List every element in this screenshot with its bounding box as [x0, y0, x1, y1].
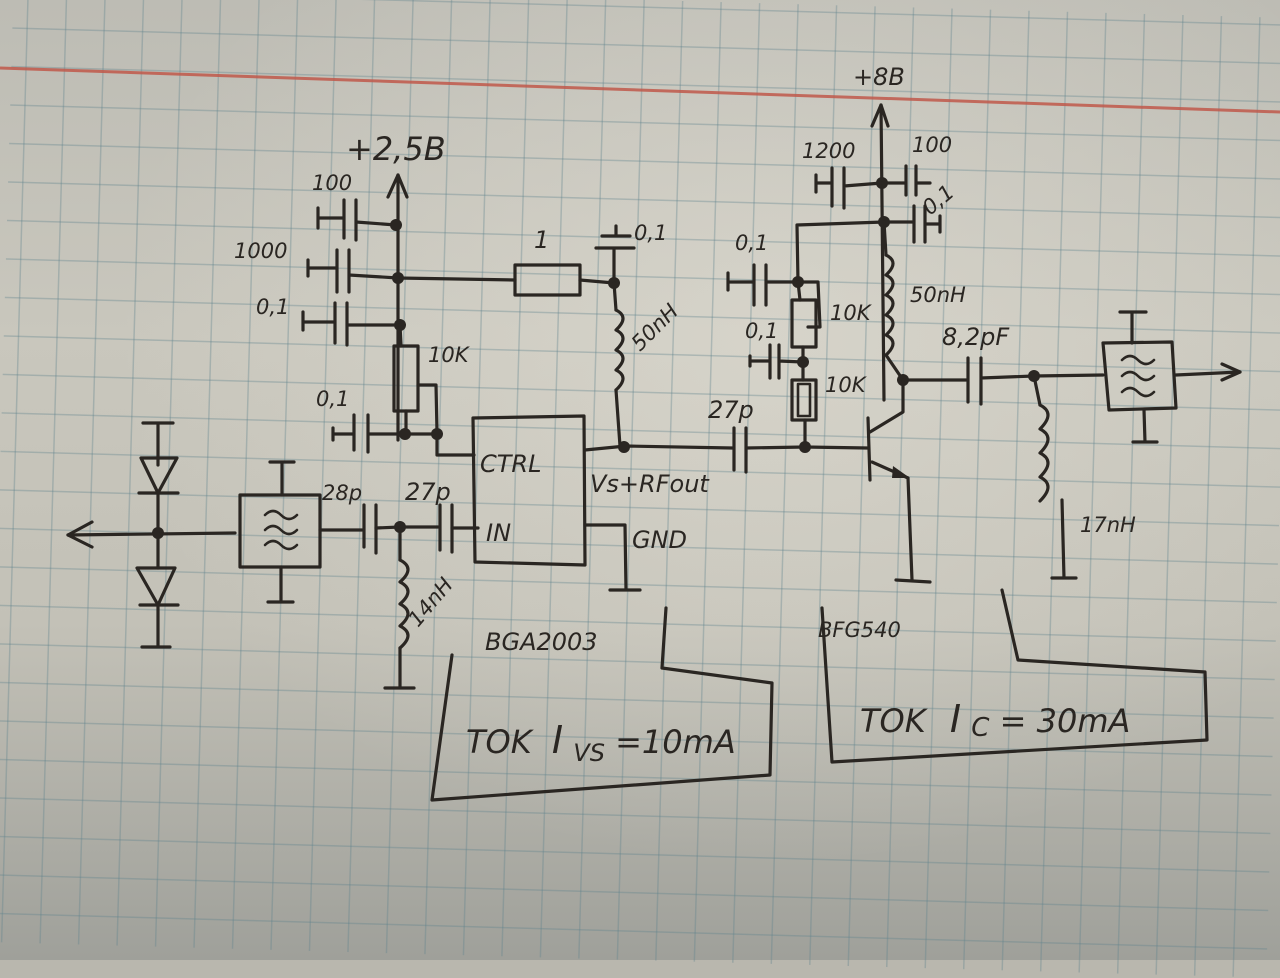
note1-text: TOK I VS =10mA [466, 718, 736, 769]
label-0-1-b: 0,1 [634, 221, 667, 245]
label-50nh-b: 50nH [910, 283, 966, 307]
resistor-1: 1 [513, 226, 582, 297]
input-capacitor-28p: 28p [322, 481, 402, 555]
decoupling-cap-0-1: 0,1 [256, 295, 402, 347]
supply-2v5: +2,5B [346, 130, 446, 442]
note2-subscript: C [971, 713, 990, 743]
bias-cap-top-0-1: 0,1 [726, 231, 800, 307]
label-27p-out: 27p [708, 396, 754, 424]
inductor-14nh: 14nH [383, 525, 458, 690]
diode-upper [137, 421, 180, 535]
label-10k-c: 10K [825, 373, 868, 397]
ctrl-cap-0-1: 0,1 [316, 387, 476, 457]
label-28p: 28p [322, 481, 362, 505]
note2-value: = 30mA [1000, 702, 1131, 740]
note1-value: =10mA [615, 723, 736, 761]
label-2v5: +2,5B [346, 130, 446, 168]
label-100-b: 100 [912, 133, 952, 157]
decoupling-cap-100-b: 100 [880, 133, 952, 197]
vs-cap-0-1: 0,1 [594, 221, 667, 285]
inductor-50nh-b: 50nH [882, 220, 966, 382]
pin-out: Vs+RFout [590, 470, 710, 498]
pin-ctrl: CTRL [480, 450, 541, 478]
ic-input-capacitor-27p: 27p [398, 478, 480, 554]
label-8v: +8B [853, 63, 905, 91]
transistor-name: BFG540 [818, 618, 901, 642]
label-17nh: 17nH [1080, 513, 1136, 537]
label-14nh: 14nH [403, 573, 457, 631]
label-10k-a: 10K [428, 343, 471, 367]
note2-symbol: I [950, 697, 961, 741]
decoupling-cap-100: 100 [312, 171, 398, 242]
label-27p-in: 27p [405, 478, 451, 506]
diode-lower [135, 531, 180, 649]
wire [583, 444, 734, 452]
label-0-1-e: 0,1 [735, 231, 768, 255]
antenna-port [66, 520, 237, 549]
margin-line [0, 66, 1280, 114]
supply-8v: +8B [853, 63, 905, 402]
output-cap-27p: 27p [708, 396, 807, 474]
label-1: 1 [534, 226, 549, 254]
wire [396, 276, 517, 282]
output-cap-8-2pf: 8,2pF [942, 323, 1036, 406]
pin-gnd: GND [632, 526, 687, 554]
wire [1032, 373, 1105, 378]
label-0-1-f: 0,1 [745, 319, 778, 343]
bias-resistor-10k: 10K [790, 360, 868, 449]
ic-name: BGA2003 [485, 628, 598, 656]
inductor-17nh: 17nH [1032, 374, 1136, 580]
note2-prefix: TOK [860, 702, 929, 740]
label-0-1-c: 0,1 [316, 387, 349, 411]
wire [795, 220, 886, 284]
label-1000: 1000 [234, 239, 287, 263]
ctrl-pot-10k: 10K [392, 323, 471, 435]
label-10k-b: 10K [830, 301, 873, 325]
decoupling-cap-1200: 1200 [802, 139, 884, 210]
label-8-2pf: 8,2pF [942, 323, 1010, 351]
bias-pot-10k: 10K [790, 280, 873, 349]
label-0-1-a: 0,1 [256, 295, 289, 319]
note-bfg540-current: TOK I C = 30mA [820, 588, 1209, 764]
inductor-50nh-a: 50nH [612, 281, 684, 448]
note-bga2003-current: TOK I VS =10mA [430, 606, 774, 802]
bias-cap-mid-0-1: 0,1 [745, 319, 805, 380]
decoupling-cap-1000: 1000 [234, 239, 400, 294]
output-port [1174, 362, 1242, 382]
output-filter [1101, 310, 1178, 444]
note1-symbol: I [552, 718, 563, 762]
label-50nh-a: 50nH [627, 299, 684, 356]
ic-bga2003: CTRL IN Vs+RFout GND BGA2003 [471, 414, 710, 656]
decoupling-cap-0-1-b: 0,1 [882, 180, 959, 244]
pin-in: IN [486, 519, 511, 547]
note1-prefix: TOK [466, 723, 535, 761]
input-filter [238, 460, 322, 604]
note2-text: TOK I C = 30mA [860, 697, 1130, 744]
note1-subscript: VS [573, 739, 605, 767]
label-100: 100 [312, 171, 352, 195]
transistor-bfg540: BFG540 [803, 378, 932, 642]
label-1200: 1200 [802, 139, 855, 163]
